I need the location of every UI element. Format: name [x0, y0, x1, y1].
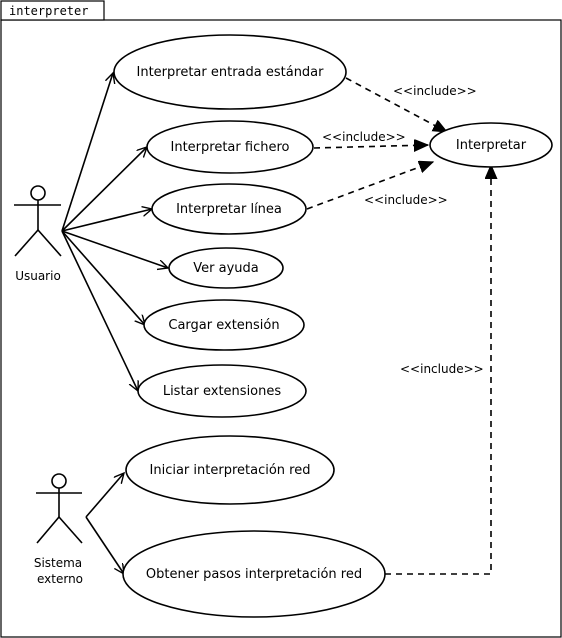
frame-tab — [0, 0, 105, 21]
assoc-iniciar — [85, 473, 124, 518]
include-obtener — [385, 165, 491, 575]
include-entrada — [345, 77, 447, 133]
use-case-label: Listar extensiones — [163, 384, 282, 399]
use-case-obtener[interactable]: Obtener pasos interpretación red — [122, 530, 386, 618]
assoc-ayuda — [61, 230, 168, 268]
use-case-ayuda[interactable]: Ver ayuda — [168, 247, 284, 289]
use-case-cargar[interactable]: Cargar extensión — [143, 299, 305, 351]
actor-usuario[interactable]: Usuario — [14, 185, 62, 283]
use-case-listar[interactable]: Listar extensiones — [137, 364, 307, 418]
use-case-linea[interactable]: Interpretar línea — [151, 183, 307, 235]
include-relations — [306, 77, 491, 575]
assoc-cargar — [61, 230, 145, 325]
include-label-2: <<include>> — [322, 130, 406, 144]
usuario-associations — [61, 73, 168, 391]
stick-figure-icon — [36, 473, 83, 544]
use-case-label: Ver ayuda — [193, 261, 258, 276]
use-case-entrada[interactable]: Interpretar entrada estándar — [113, 34, 347, 110]
frame-title: interpreter — [9, 4, 88, 18]
actor-label-usuario: Usuario — [15, 269, 61, 283]
include-label-1: <<include>> — [393, 84, 477, 98]
include-label-3: <<include>> — [364, 193, 448, 207]
use-case-fichero[interactable]: Interpretar fichero — [146, 120, 314, 174]
use-case-label: Cargar extensión — [168, 318, 279, 333]
actor-sistema-externo[interactable]: Sistema externo — [34, 473, 83, 586]
assoc-obtener — [85, 516, 124, 574]
include-linea — [306, 162, 433, 210]
sistema-associations — [85, 473, 124, 574]
include-fichero — [313, 145, 428, 148]
use-case-label: Obtener pasos interpretación red — [146, 567, 362, 582]
include-label-4: <<include>> — [400, 362, 484, 376]
use-case-label: Interpretar entrada estándar — [137, 65, 325, 80]
assoc-fichero — [61, 147, 147, 232]
use-case-label: Interpretar línea — [176, 202, 282, 217]
use-case-interpretar[interactable]: Interpretar — [429, 122, 553, 168]
stick-figure-icon — [14, 185, 62, 257]
actor-label-externo: externo — [37, 572, 83, 586]
use-case-label: Interpretar — [456, 138, 527, 153]
assoc-entrada — [61, 73, 113, 232]
use-case-label: Interpretar fichero — [171, 140, 290, 155]
actor-label-sistema: Sistema — [34, 556, 82, 570]
use-case-label: Iniciar interpretación red — [150, 463, 311, 478]
assoc-listar — [61, 230, 138, 391]
assoc-linea — [61, 209, 152, 232]
use-case-iniciar[interactable]: Iniciar interpretación red — [125, 435, 335, 505]
